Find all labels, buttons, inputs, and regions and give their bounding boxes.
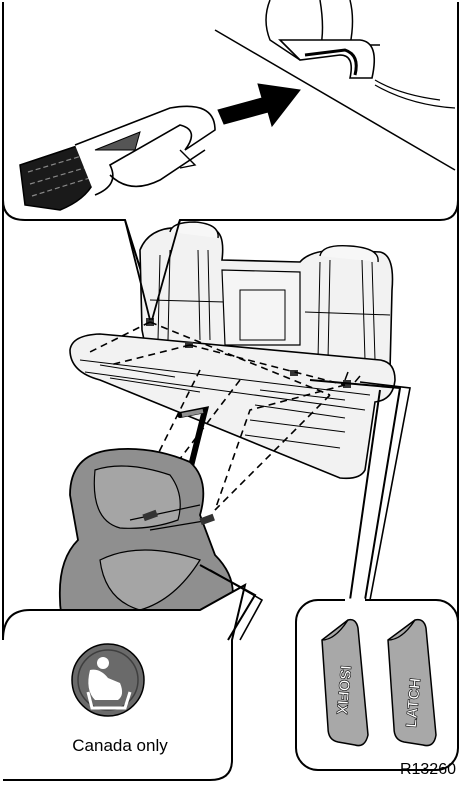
child-seat-anchor-icon — [72, 644, 144, 716]
anchor-closeup-panel — [3, 0, 458, 300]
rear-seat — [70, 222, 395, 478]
figure-reference-code: R13260 — [400, 761, 456, 779]
canada-only-caption: Canada only — [20, 736, 220, 756]
